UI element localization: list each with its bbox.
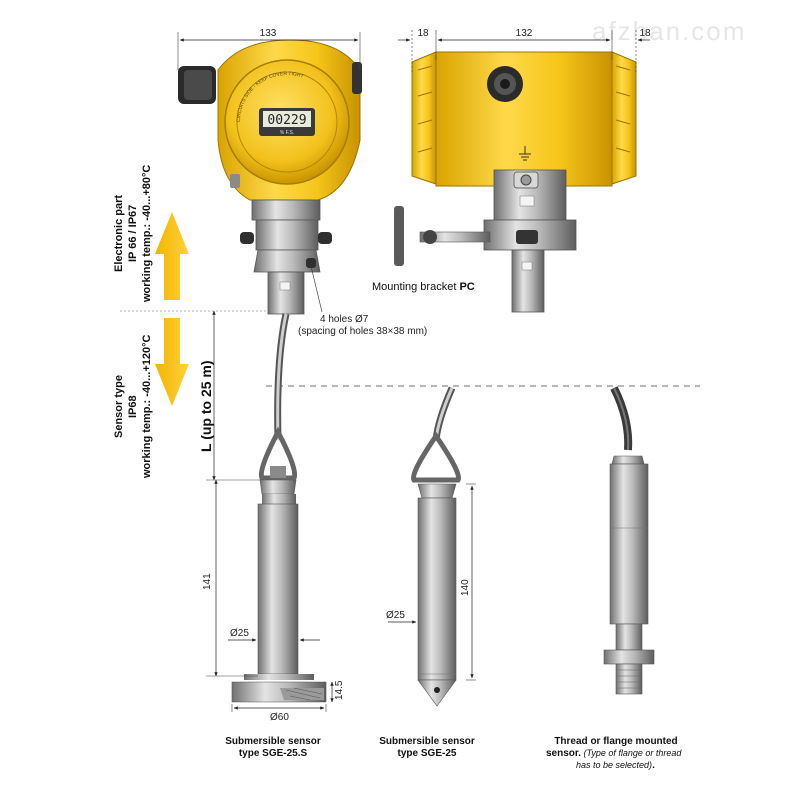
dim-front-width: 133 <box>177 28 361 70</box>
neck-block <box>255 219 319 251</box>
sge25-body <box>417 497 457 681</box>
dim-dia25: Ø25 <box>386 610 405 621</box>
lcd-display <box>263 111 311 127</box>
sge25s-body <box>257 503 299 675</box>
arrow-up-icon <box>155 212 189 300</box>
watermark-text: afzhan.com <box>592 16 746 46</box>
caption-sge25-line1: Submersible sensor <box>379 736 475 747</box>
holes-line1: 4 holes Ø7 <box>320 314 369 325</box>
lcd-value: 00229 <box>267 113 306 128</box>
sensor-line1: Sensor type <box>113 375 125 438</box>
electronic-part-label: Electronic part IP 66 / IP67 working tem… <box>113 165 153 303</box>
dim-dia25-s: Ø25 <box>230 628 249 639</box>
dim-133: 133 <box>260 28 277 39</box>
dim-sge25: 140 Ø25 <box>386 483 476 681</box>
thread-connector <box>615 663 643 695</box>
sensor-sge25s <box>231 313 327 703</box>
holes-annotation: 4 holes Ø7 (spacing of holes 38×38 mm) <box>298 261 427 337</box>
dim-18-left: 18 <box>417 28 429 39</box>
sensor-line2: IP68 <box>127 395 139 418</box>
caption-thread-line3: has to be selected). <box>576 760 655 771</box>
mounting-bracket-label: Mounting bracket PC <box>372 281 475 293</box>
side-body <box>435 51 613 187</box>
sensor-type-label: Sensor type IP68 working temp.: -40...+1… <box>113 334 153 479</box>
holes-line2: (spacing of holes 38×38 mm) <box>298 326 427 337</box>
arrow-down-icon <box>155 318 189 406</box>
caption-thread-line2: sensor. (Type of flange or thread <box>546 748 682 759</box>
bracket-plate <box>394 206 404 266</box>
lcd-unit: % F.S. <box>280 130 294 136</box>
adapter <box>267 271 305 315</box>
transmitter-front-view: CIRCUITS SIDE - KEEP COVER TIGHT 00229 %… <box>178 39 362 315</box>
dim-14-5: 14.5 <box>334 680 345 700</box>
sensor-sge25 <box>410 386 462 707</box>
sensor-thread <box>603 386 655 695</box>
dim-length: L (up to 25 m) <box>198 310 262 481</box>
transmitter-side-view <box>394 51 637 313</box>
caption-sge25-line2: type SGE-25 <box>398 748 457 759</box>
electronic-line1: Electronic part <box>113 195 125 272</box>
dim-dia60: Ø60 <box>270 712 289 723</box>
electronic-line2: IP 66 / IP67 <box>127 205 139 262</box>
dim-side: 18 132 18 <box>398 28 651 74</box>
sensor-line3: working temp.: -40...+120°C <box>141 334 153 479</box>
caption-sge25s-line1: Submersible sensor <box>225 736 321 747</box>
electronic-line3: working temp.: -40...+80°C <box>141 165 153 303</box>
caption-thread-line1: Thread or flange mounted <box>554 736 677 747</box>
dim-length-text: L (up to 25 m) <box>198 360 214 452</box>
dim-141: 141 <box>202 573 213 590</box>
caption-sge25s-line2: type SGE-25.S <box>239 748 308 759</box>
thread-hex <box>603 649 655 665</box>
bracket-rod <box>419 231 491 243</box>
dim-sge25s: 141 Ø25 Ø60 14.5 <box>202 479 345 723</box>
dim-132: 132 <box>516 28 533 39</box>
dim-18-right: 18 <box>639 28 651 39</box>
dim-140: 140 <box>460 579 471 596</box>
thread-body <box>609 463 649 625</box>
